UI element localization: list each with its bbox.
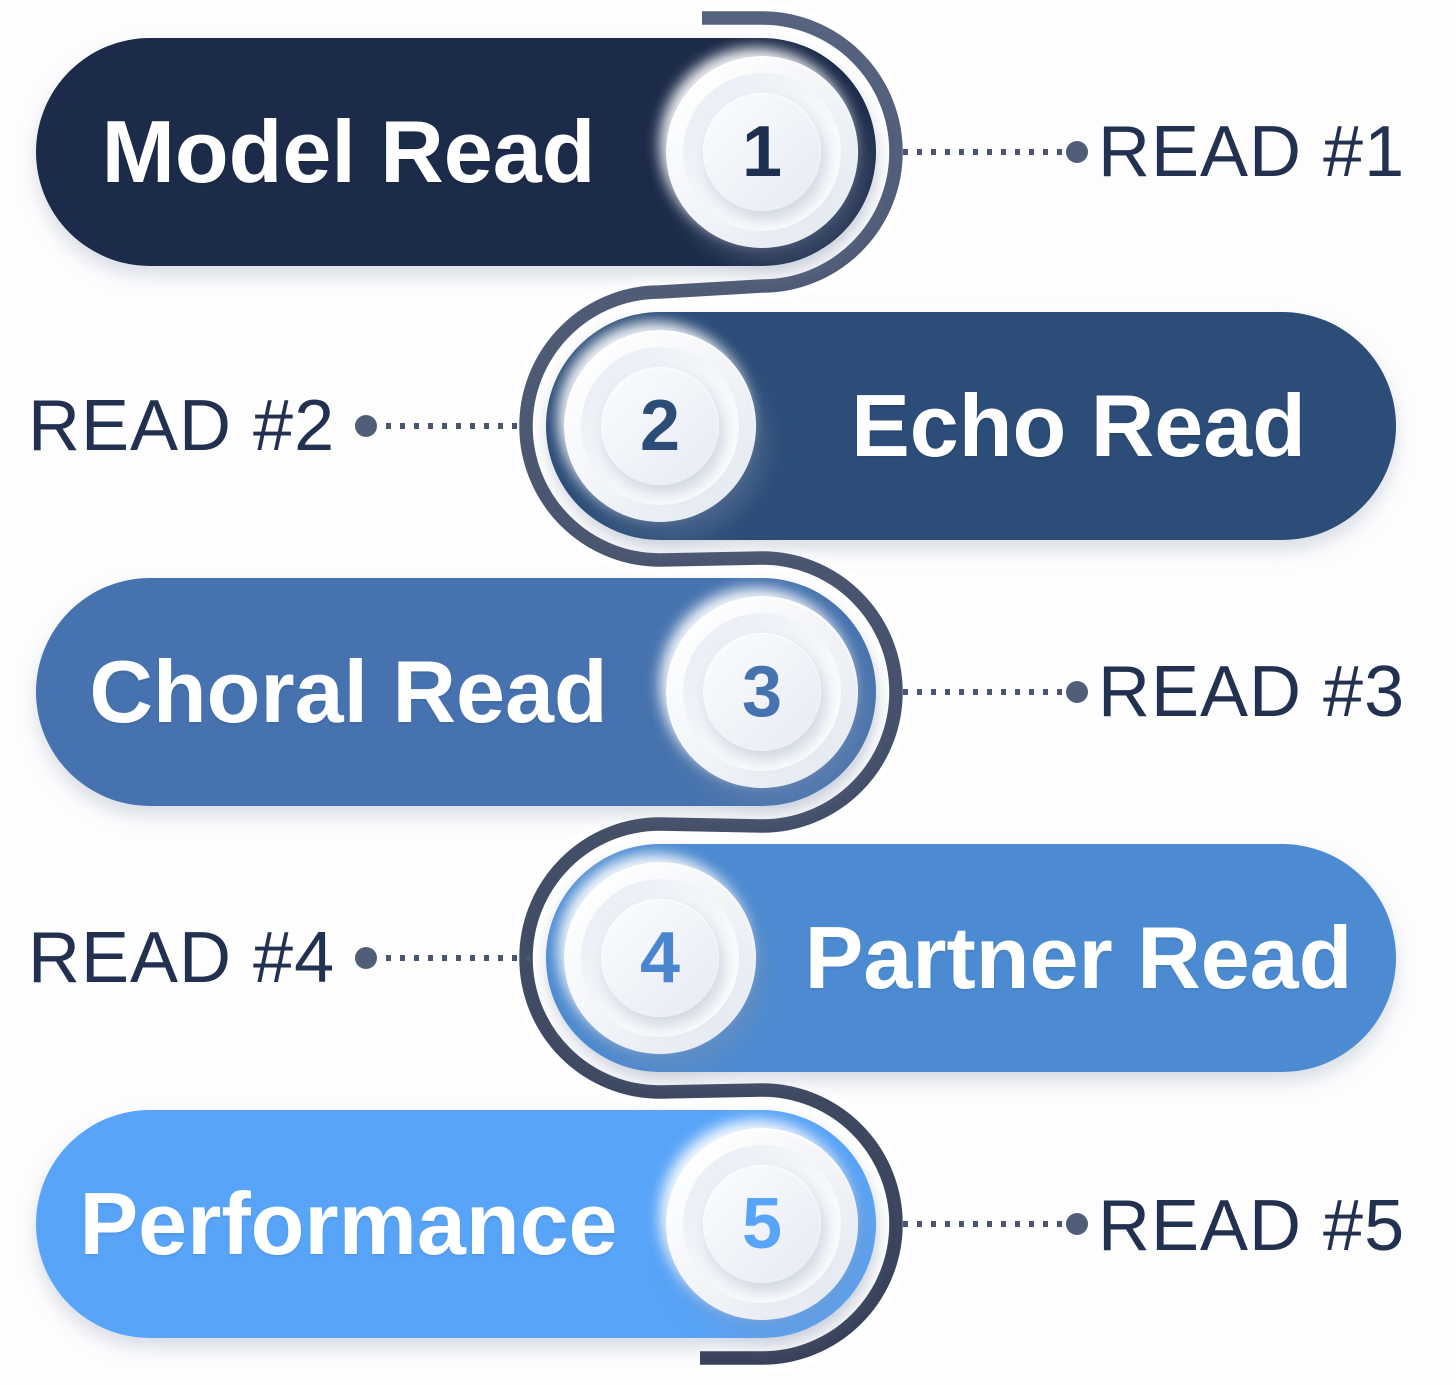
step-number-2: 2	[639, 386, 681, 466]
step-number-5: 5	[741, 1184, 783, 1264]
number-badge-face-5: 5	[703, 1165, 821, 1283]
number-badge-3: 3	[666, 596, 858, 788]
number-badge-2: 2	[564, 330, 756, 522]
step-number-4: 4	[639, 918, 681, 998]
step-number-3: 3	[741, 652, 783, 732]
step-number-1: 1	[741, 112, 783, 192]
number-badge-face-3: 3	[703, 633, 821, 751]
pill-title-2: Echo Read	[851, 376, 1306, 475]
read-label-1: READ #1	[1098, 112, 1406, 192]
connector-line-1	[903, 149, 1063, 155]
connector-line-3	[903, 689, 1063, 695]
connector-dot-4	[355, 947, 377, 969]
read-label-4: READ #4	[28, 918, 336, 998]
number-badge-face-4: 4	[601, 899, 719, 1017]
connector-line-2	[386, 423, 530, 429]
number-badge-5: 5	[666, 1128, 858, 1320]
connector-dot-2	[355, 415, 377, 437]
number-badge-4: 4	[564, 862, 756, 1054]
connector-line-4	[386, 955, 530, 961]
read-label-2: READ #2	[28, 386, 336, 466]
connector-dot-3	[1066, 681, 1088, 703]
number-badge-face-2: 2	[601, 367, 719, 485]
read-label-3: READ #3	[1098, 652, 1406, 732]
snake-path-line	[519, 11, 903, 1365]
number-badge-face-1: 1	[703, 93, 821, 211]
pill-title-4: Partner Read	[804, 908, 1353, 1007]
connector-line-5	[903, 1221, 1063, 1227]
pill-title-1: Model Read	[101, 102, 596, 201]
read-label-5: READ #5	[1098, 1186, 1406, 1266]
connector-dot-5	[1066, 1213, 1088, 1235]
connector-dot-1	[1066, 141, 1088, 163]
pill-title-5: Performance	[79, 1174, 618, 1273]
number-badge-1: 1	[666, 56, 858, 248]
pill-title-3: Choral Read	[89, 642, 608, 741]
